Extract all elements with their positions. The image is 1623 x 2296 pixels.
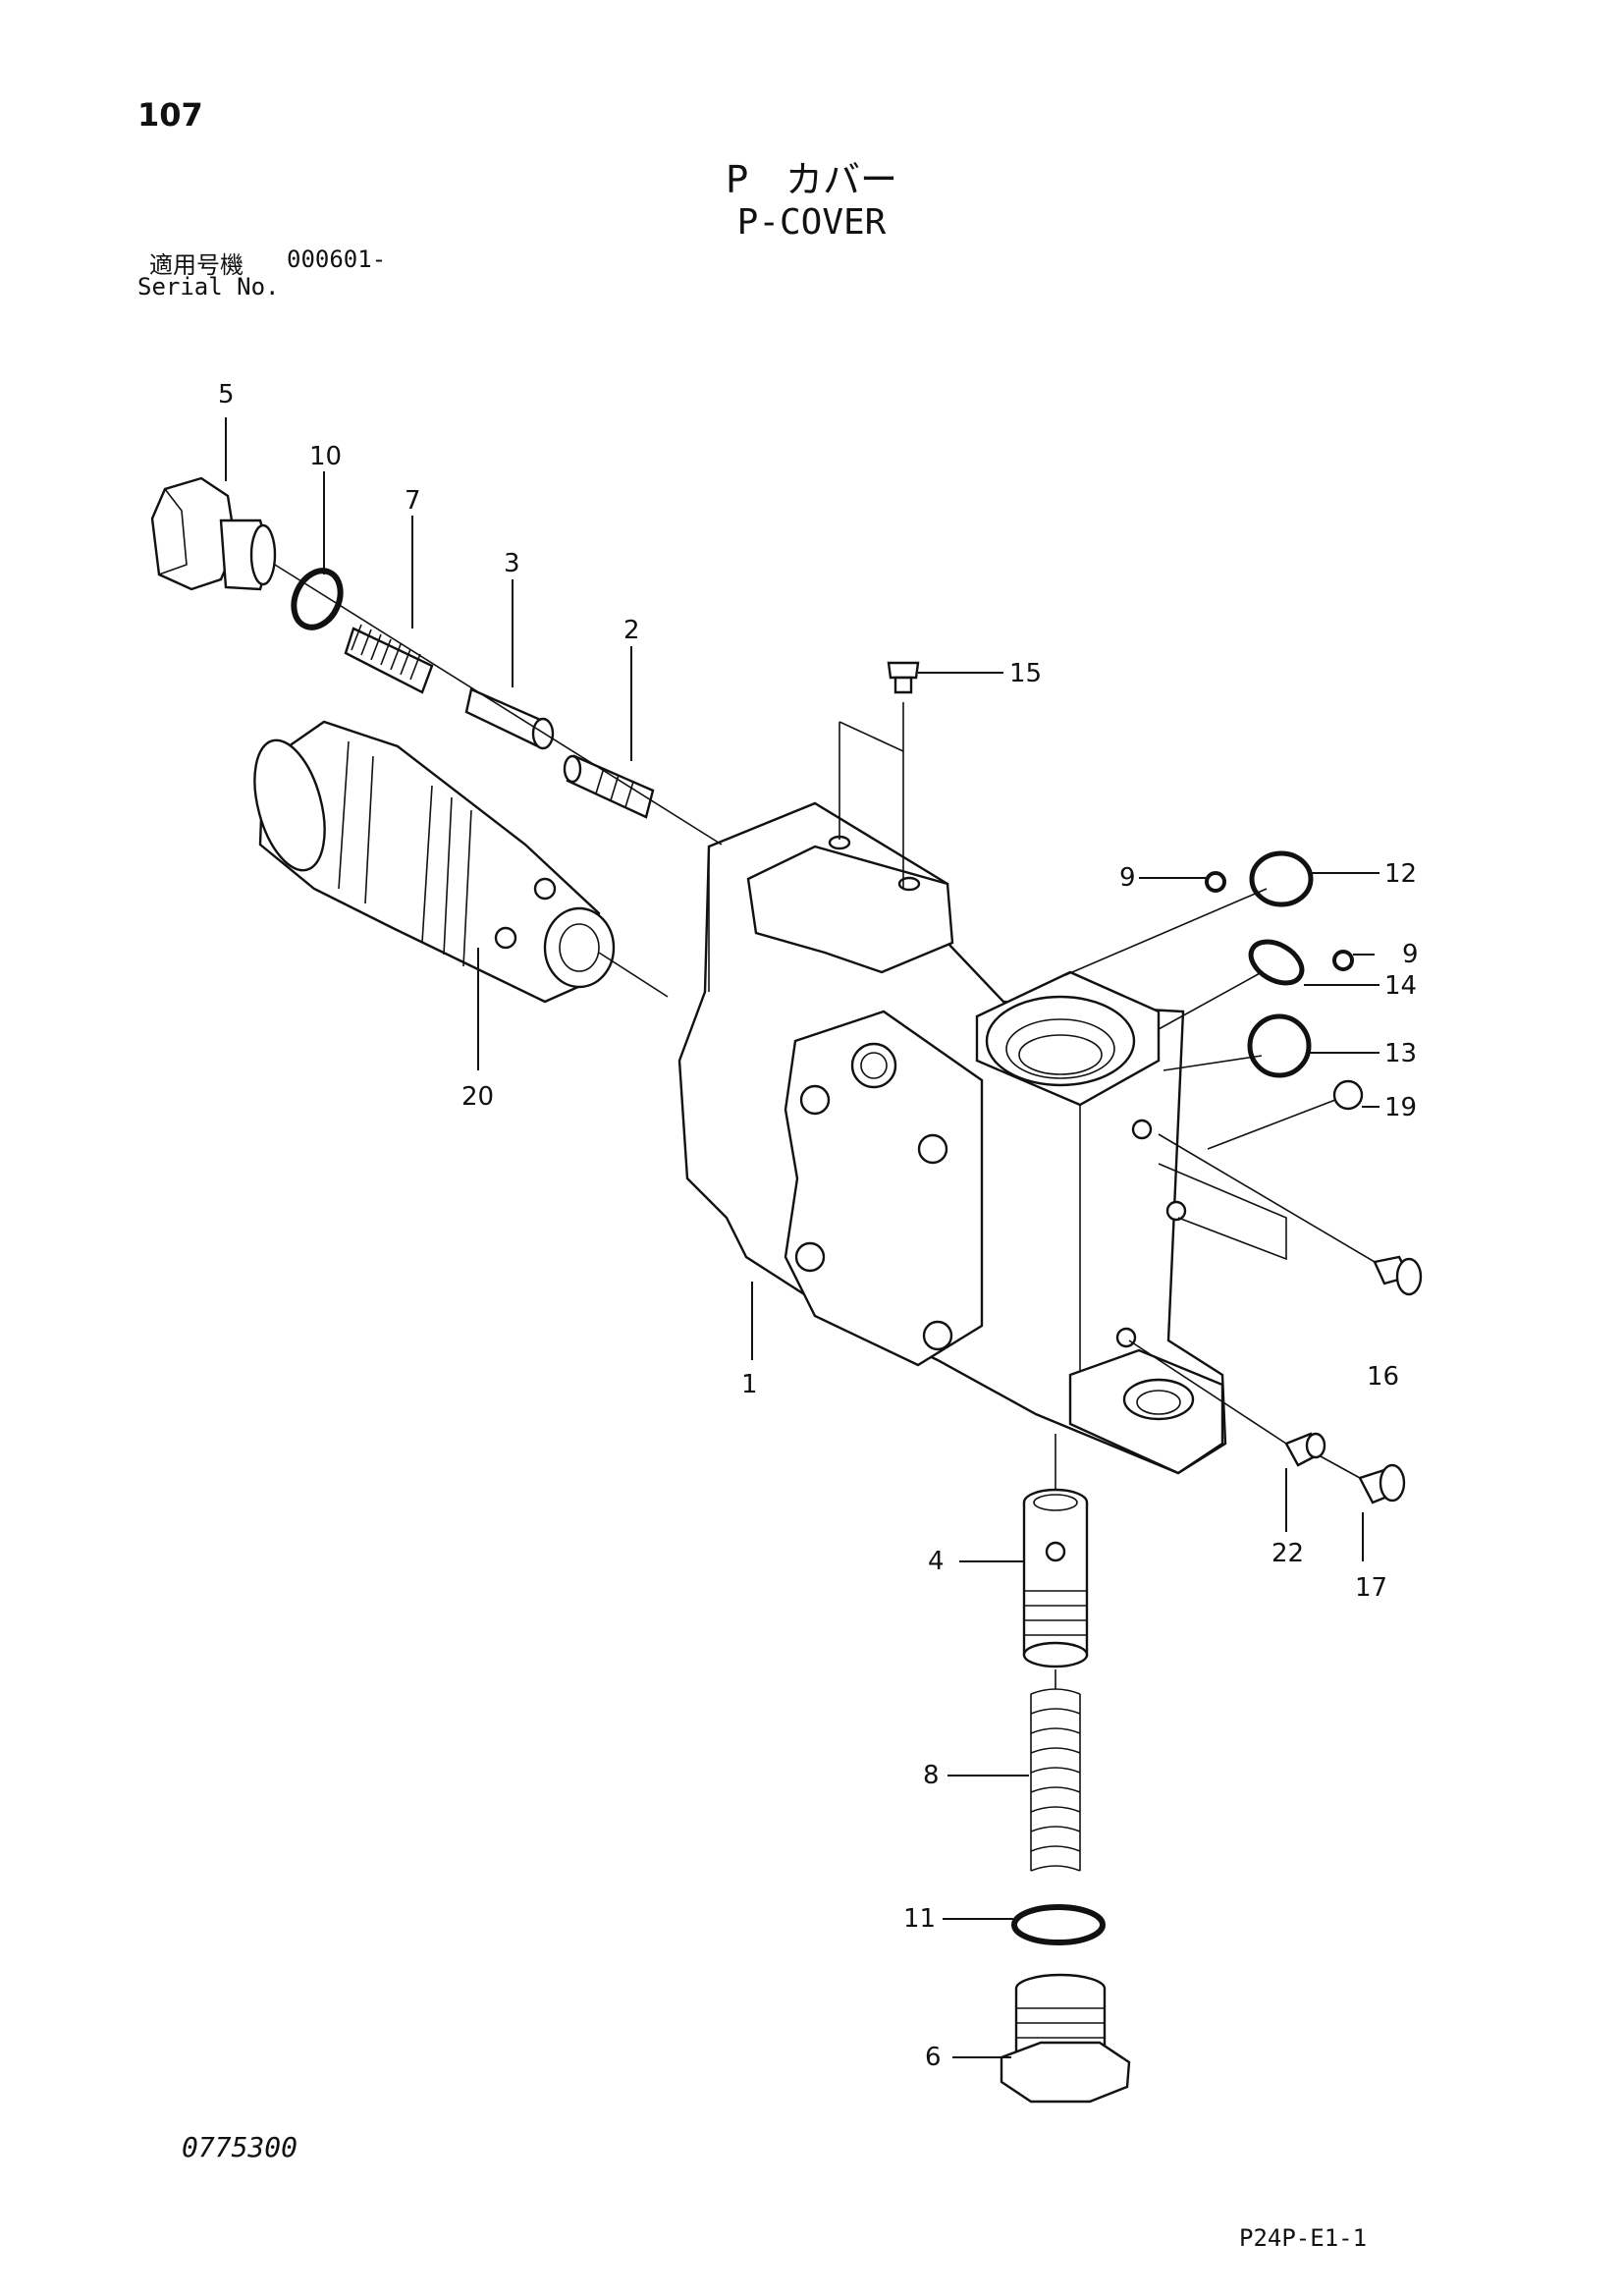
o-ring-part-13 — [1247, 1013, 1312, 1078]
callout-17: 17 — [1355, 1573, 1387, 1603]
spring-part-8 — [1030, 1688, 1081, 1872]
set-screw-part-22 — [1284, 1432, 1326, 1467]
serial-label-english: Serial No. — [137, 273, 280, 301]
callout-16: 16 — [1367, 1362, 1399, 1392]
callout-7: 7 — [405, 486, 421, 516]
poppet-part-2 — [563, 754, 655, 819]
callout-11: 11 — [903, 1904, 936, 1934]
leader-lines — [225, 417, 1380, 2058]
callout-8: 8 — [923, 1761, 940, 1790]
o-ring-part-9-upper — [1205, 871, 1226, 893]
screw-part-15 — [887, 661, 920, 694]
o-ring-part-11 — [1011, 1904, 1106, 1945]
callout-2: 2 — [623, 616, 640, 645]
p-cover-body — [677, 801, 1227, 1475]
callout-4: 4 — [928, 1547, 945, 1576]
serial-number-value: 000601- — [287, 246, 387, 273]
plug-part-17 — [1358, 1463, 1406, 1504]
figure-code: P24P-E1-1 — [1239, 2224, 1368, 2252]
spring-part-7 — [344, 624, 434, 694]
page-number: 107 — [137, 96, 203, 134]
callout-6: 6 — [925, 2043, 942, 2072]
callout-9-upper: 9 — [1119, 863, 1136, 893]
hex-plug-part-5 — [150, 476, 277, 591]
callout-1: 1 — [741, 1370, 758, 1399]
o-ring-part-9-lower — [1332, 950, 1354, 971]
serial-label-japanese: 適用号機 — [149, 251, 243, 279]
sleeve-part-4 — [1022, 1488, 1089, 1668]
callout-10: 10 — [309, 442, 342, 471]
washer-part-19 — [1332, 1079, 1364, 1111]
o-ring-part-14 — [1248, 939, 1305, 986]
hex-plug-part-6 — [1000, 1973, 1131, 2104]
cartridge-part-20 — [253, 720, 616, 1004]
callout-13: 13 — [1384, 1039, 1417, 1068]
callout-12: 12 — [1384, 859, 1417, 889]
callout-14: 14 — [1384, 971, 1417, 1001]
callout-3: 3 — [504, 549, 520, 578]
o-ring-part-10 — [291, 568, 344, 630]
page-title-japanese: P カバー — [726, 158, 897, 201]
o-ring-part-12 — [1249, 850, 1314, 907]
callout-9-lower: 9 — [1402, 940, 1419, 969]
callout-20: 20 — [461, 1082, 494, 1112]
pin-part-3 — [464, 687, 555, 750]
callout-15: 15 — [1009, 659, 1042, 688]
callout-5: 5 — [218, 380, 235, 410]
callout-22: 22 — [1271, 1539, 1304, 1568]
page-title-english: P-COVER — [736, 202, 887, 243]
callout-19: 19 — [1384, 1093, 1417, 1122]
callout-labels: 1 2 3 4 5 6 7 8 9 9 10 11 12 13 14 15 16… — [218, 380, 1419, 2072]
plug-part-16 — [1373, 1255, 1423, 1296]
document-code: 0775300 — [182, 2131, 298, 2163]
